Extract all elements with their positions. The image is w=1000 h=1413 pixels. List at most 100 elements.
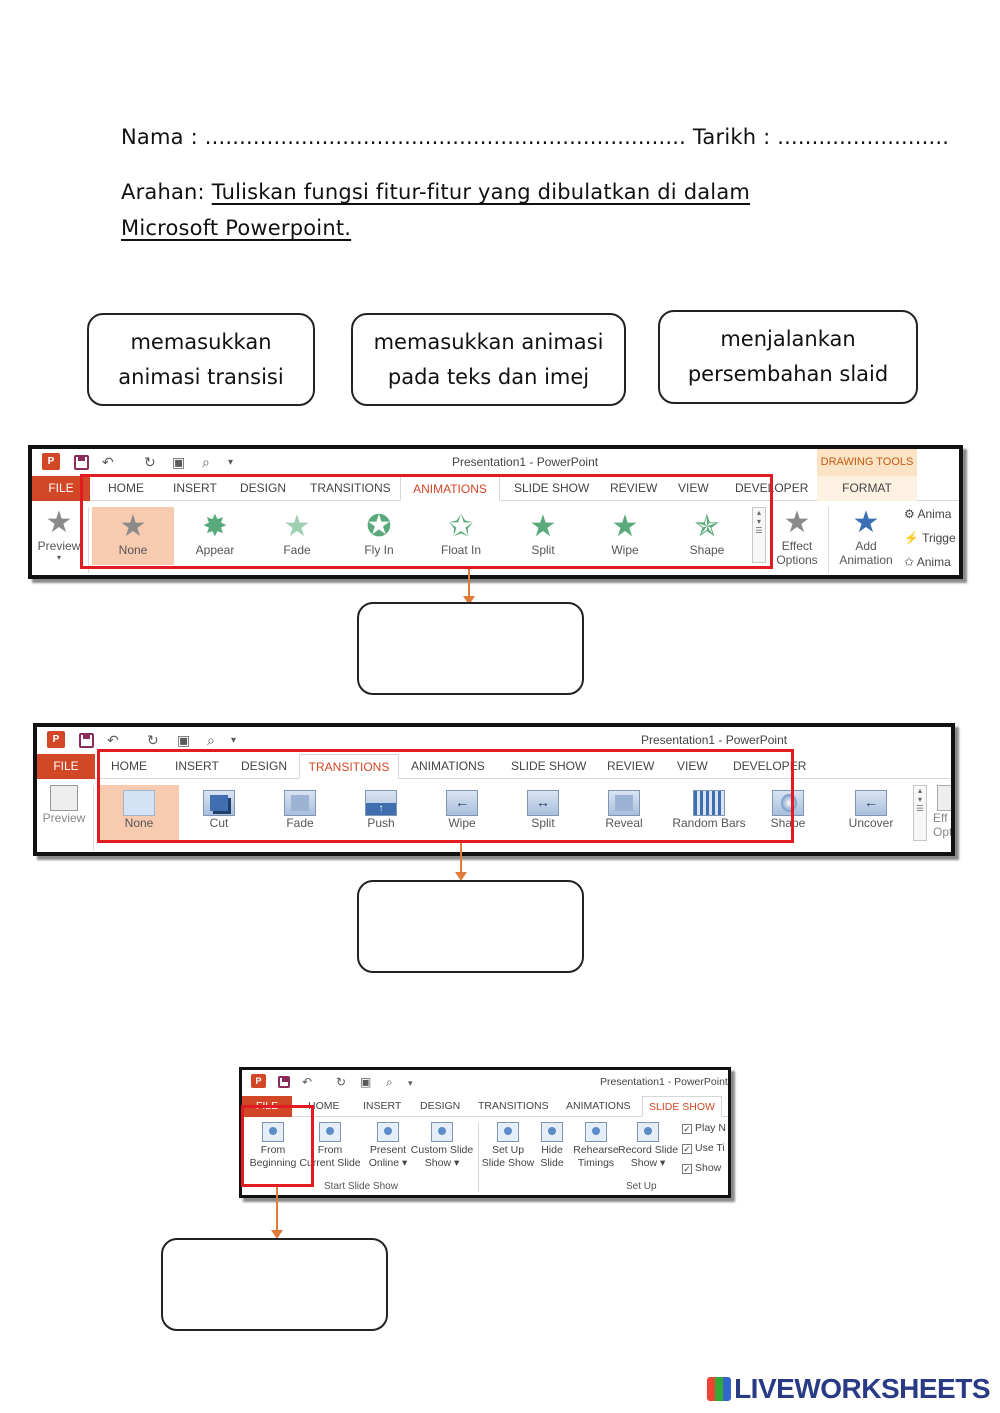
tab-transitions[interactable]: TRANSITIONS <box>299 754 399 779</box>
tab-format[interactable]: FORMAT <box>817 476 917 501</box>
item-label: Custom Slide <box>410 1144 474 1156</box>
animation-painter-button[interactable]: ✩ Anima <box>904 555 951 569</box>
tab-home[interactable]: HOME <box>111 759 147 773</box>
trigger-button[interactable]: ⚡ Trigge <box>904 531 956 545</box>
answer-drop-box-2[interactable] <box>357 880 584 973</box>
animation-fade[interactable]: ★ Fade <box>256 507 338 565</box>
undo-icon[interactable]: ↶ <box>302 1075 313 1089</box>
tab-insert[interactable]: INSERT <box>173 481 217 495</box>
from-current-slide-button[interactable]: From Current Slide <box>298 1122 362 1170</box>
tab-transitions[interactable]: TRANSITIONS <box>310 481 391 495</box>
option-text-line: animasi transisi <box>118 364 284 389</box>
transition-none[interactable]: None <box>99 785 179 841</box>
transition-fade[interactable]: Fade <box>260 785 340 841</box>
item-label: Timings <box>577 1157 615 1169</box>
set-up-slide-show-button[interactable]: Set Up Slide Show <box>480 1122 536 1170</box>
transition-reveal[interactable]: Reveal <box>584 785 664 841</box>
group-separator <box>93 785 94 851</box>
start-from-beginning-icon[interactable]: ▣ <box>172 454 186 470</box>
tab-design[interactable]: DESIGN <box>241 759 288 773</box>
start-from-beginning-icon[interactable]: ▣ <box>360 1075 372 1089</box>
tab-home[interactable]: HOME <box>108 481 144 495</box>
checkbox-checked-icon: ✓ <box>682 1124 692 1134</box>
redo-icon[interactable]: ↻ <box>336 1075 347 1089</box>
add-animation-button[interactable]: ★ Add Animation <box>832 507 900 568</box>
tab-file[interactable]: FILE <box>37 754 95 779</box>
transition-cut[interactable]: Cut <box>179 785 259 841</box>
customize-toolbar-icon[interactable]: ▾ <box>228 457 234 468</box>
present-online-button[interactable]: Present Online ▾ <box>364 1122 412 1170</box>
animation-wipe[interactable]: ★ Wipe <box>584 507 666 565</box>
animation-none[interactable]: ★ None <box>92 507 174 565</box>
rehearse-timings-button[interactable]: Rehearse Timings <box>572 1122 620 1170</box>
play-narrations-checkbox[interactable]: ✓Play N <box>682 1122 726 1134</box>
animation-shape[interactable]: ✯ Shape <box>666 507 748 565</box>
show-media-controls-checkbox[interactable]: ✓Show <box>682 1162 721 1174</box>
save-icon[interactable] <box>278 1076 290 1088</box>
customize-toolbar-icon[interactable]: ▾ <box>231 735 237 746</box>
preview-star-icon: ★ <box>45 506 73 539</box>
animation-appear[interactable]: ✸ Appear <box>174 507 256 565</box>
undo-icon[interactable]: ↶ <box>107 732 119 748</box>
hide-slide-button[interactable]: Hide Slide <box>534 1122 570 1170</box>
tab-design[interactable]: DESIGN <box>420 1100 461 1112</box>
customize-toolbar-icon[interactable]: ▾ <box>408 1078 413 1088</box>
animation-float-in[interactable]: ✩ Float In <box>420 507 502 565</box>
tab-insert[interactable]: INSERT <box>175 759 219 773</box>
tab-insert[interactable]: INSERT <box>363 1100 402 1112</box>
start-from-beginning-icon[interactable]: ▣ <box>177 732 191 748</box>
star-icon: ★ <box>529 510 557 543</box>
from-beginning-button[interactable]: From Beginning <box>244 1122 302 1170</box>
redo-icon[interactable]: ↻ <box>147 732 159 748</box>
save-icon[interactable] <box>79 733 94 748</box>
powerpoint-logo-icon: P <box>42 453 60 470</box>
print-preview-icon[interactable]: ⌕ <box>202 454 210 470</box>
tab-transitions[interactable]: TRANSITIONS <box>478 1100 549 1112</box>
tab-slide-show[interactable]: SLIDE SHOW <box>514 481 590 495</box>
save-icon[interactable] <box>74 455 89 470</box>
redo-icon[interactable]: ↻ <box>144 454 156 470</box>
tab-slide-show[interactable]: SLIDE SHOW <box>511 759 587 773</box>
tab-view[interactable]: VIEW <box>678 481 709 495</box>
print-preview-icon[interactable]: ⌕ <box>207 732 215 748</box>
tab-home[interactable]: HOME <box>308 1100 340 1112</box>
effect-options-button[interactable]: Eff Opti <box>933 785 951 839</box>
animation-pane-button[interactable]: ⚙ Anima <box>904 507 952 521</box>
undo-icon[interactable]: ↶ <box>102 454 114 470</box>
preview-button[interactable]: Preview <box>41 785 87 825</box>
tab-slide-show[interactable]: SLIDE SHOW <box>642 1096 722 1117</box>
custom-slide-show-button[interactable]: Custom Slide Show ▾ <box>410 1122 474 1170</box>
tab-view[interactable]: VIEW <box>677 759 708 773</box>
checkbox-label: Show <box>695 1162 722 1174</box>
transition-uncover[interactable]: Uncover <box>831 785 911 841</box>
gallery-label: Push <box>367 816 395 830</box>
gallery-scroll[interactable]: ▴▾☰ <box>913 785 927 841</box>
transition-random-bars[interactable]: Random Bars <box>665 785 753 841</box>
record-slide-show-button[interactable]: Record Slide Show ▾ <box>618 1122 678 1170</box>
transition-shape[interactable]: Shape <box>753 785 823 841</box>
tab-animations[interactable]: ANIMATIONS <box>400 476 500 501</box>
effect-options-button[interactable]: ★ Effect Options <box>770 507 824 568</box>
tab-animations[interactable]: ANIMATIONS <box>411 759 485 773</box>
tab-design[interactable]: DESIGN <box>240 481 287 495</box>
answer-drop-box-1[interactable] <box>357 602 584 695</box>
gallery-scroll[interactable]: ▴▾☰ <box>752 507 766 563</box>
transition-push[interactable]: Push <box>341 785 421 841</box>
transition-wipe[interactable]: Wipe <box>422 785 502 841</box>
gallery-label: Float In <box>440 543 482 557</box>
tab-review[interactable]: REVIEW <box>610 481 658 495</box>
tab-developer[interactable]: DEVELOPER <box>733 759 807 773</box>
animation-split[interactable]: ★ Split <box>502 507 584 565</box>
record-icon <box>637 1122 659 1142</box>
tab-animations[interactable]: ANIMATIONS <box>566 1100 631 1112</box>
print-preview-icon[interactable]: ⌕ <box>386 1075 393 1089</box>
tab-review[interactable]: REVIEW <box>607 759 655 773</box>
preview-button[interactable]: ★ Preview ▾ <box>37 506 81 563</box>
transition-split[interactable]: Split <box>503 785 583 841</box>
use-timings-checkbox[interactable]: ✓Use Ti <box>682 1142 725 1154</box>
answer-drop-box-3[interactable] <box>161 1238 388 1331</box>
animation-fly-in[interactable]: ✪ Fly In <box>338 507 420 565</box>
